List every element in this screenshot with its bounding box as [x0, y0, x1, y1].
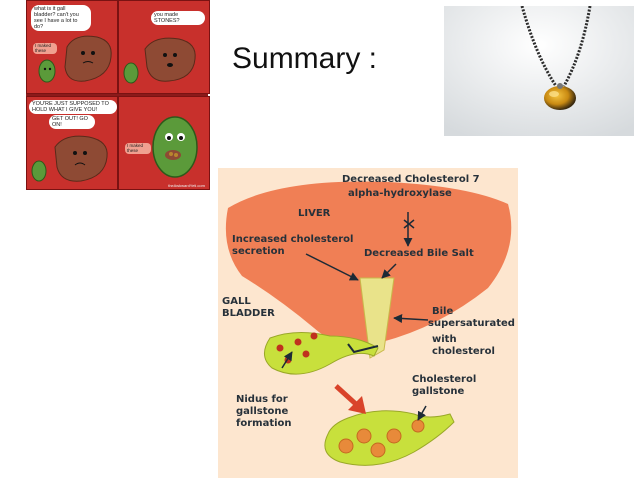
label-increased-cholesterol: Increased cholesterol [232, 234, 354, 245]
nidus-dot [310, 332, 318, 340]
nidus-dot [276, 344, 284, 352]
speech-bubble-2: GET OUT! GO ON! [49, 115, 95, 130]
return-arrow [347, 343, 379, 354]
arrow-supersaturated [393, 313, 429, 323]
liver-character-illustration [123, 37, 196, 84]
comic-credit: theAwkwardYeti.com [168, 183, 205, 188]
speech-bubble: what is it gall bladder? can't you see I… [31, 5, 91, 32]
comic-strip: what is it gall bladder? can't you see I… [26, 0, 210, 190]
gallstone-circle [386, 428, 402, 444]
big-arrow-shaft [334, 384, 360, 408]
gallbladder-tag: I maked these [33, 43, 57, 55]
block-mark [403, 219, 415, 229]
label-gall: GALL [222, 296, 251, 307]
stones-tag: I maked these [125, 143, 151, 155]
liver-character-illustration [38, 35, 112, 83]
speech-bubble: YOU'RE JUST SUPPOSED TO HOLD WHAT I GIVE… [29, 100, 117, 115]
arrow-nidus [281, 351, 293, 369]
label-supersaturated: supersaturated [428, 318, 515, 329]
comic-panel-2: you made STONES? [118, 0, 210, 94]
label-cholesterol: cholesterol [432, 346, 495, 357]
comic-panel-3: YOU'RE JUST SUPPOSED TO HOLD WHAT I GIVE… [26, 96, 118, 190]
gallstone-formation-diagram: Decreased Cholesterol 7 alpha-hydroxylas… [218, 168, 518, 478]
label-cholesterol-gallstone: Cholesterol [412, 374, 477, 385]
gallstone-circle [356, 428, 372, 444]
arrow-bile-salt [381, 263, 397, 279]
liver-character-illustration [31, 135, 108, 182]
nidus-dot [294, 338, 302, 346]
liver-shape [225, 181, 512, 345]
label-secretion: secretion [232, 246, 285, 257]
label-bladder: BLADDER [222, 308, 275, 319]
gallstone-necklace-photo [444, 6, 634, 136]
arrow-secretion [305, 253, 359, 281]
label-liver: LIVER [298, 208, 331, 219]
label-with: with [432, 334, 457, 345]
diagram-graphics [218, 168, 518, 478]
slide-title: Summary : [232, 42, 378, 75]
gallstone-circle [370, 442, 386, 458]
label-gallstone-2: gallstone [412, 386, 465, 397]
comic-panel-1: what is it gall bladder? can't you see I… [26, 0, 118, 94]
gallstone-circle [411, 419, 425, 433]
comic-panel-4: I maked these theAwkwardYeti.com [118, 96, 210, 190]
gallbladder-character-illustration [152, 116, 198, 178]
label-bile: Bile [432, 306, 454, 317]
gallbladder-shape [264, 332, 379, 375]
label-gallstone: gallstone [236, 406, 289, 417]
big-arrow-head [348, 396, 366, 414]
label-decreased-bile-salt: Decreased Bile Salt [364, 248, 474, 259]
nidus-dot [302, 350, 310, 358]
label-decreased-cholesterol-7: Decreased Cholesterol 7 [342, 174, 480, 185]
arrow-gallstone [417, 405, 427, 421]
label-nidus-for: Nidus for [236, 394, 288, 405]
label-formation: formation [236, 418, 292, 429]
speech-bubble: you made STONES? [151, 11, 205, 26]
label-alpha-hydroxylase: alpha-hydroxylase [348, 188, 452, 199]
gallstone-circle [338, 438, 354, 454]
necklace-illustration [444, 6, 634, 136]
